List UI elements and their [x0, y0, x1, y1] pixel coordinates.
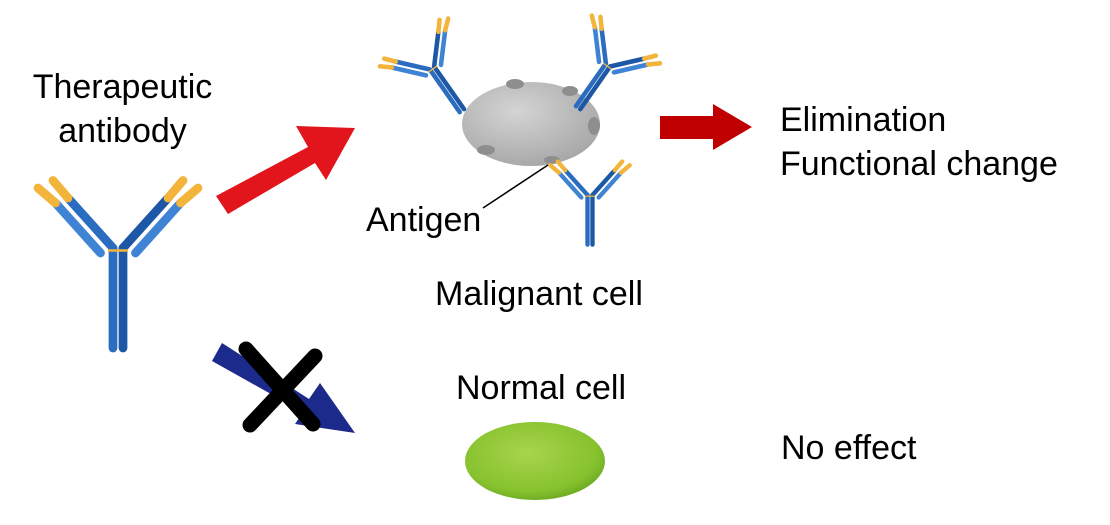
outcome-label-line2: Functional change	[780, 145, 1058, 183]
red-arrow-to-malignant-icon	[216, 126, 355, 214]
bound-antibody-icon	[550, 162, 629, 245]
therapeutic-antibody-label-line2: antibody	[58, 112, 187, 150]
antigen-leader-line	[482, 164, 549, 209]
malignant-cell-icon	[462, 79, 600, 166]
no-effect-label: No effect	[781, 429, 917, 467]
normal-cell-icon	[465, 422, 605, 500]
normal-cell-label: Normal cell	[456, 369, 627, 407]
outcome-label: Elimination Functional change	[780, 98, 1058, 186]
antigen-label: Antigen	[366, 201, 482, 239]
cross-mark-icon	[238, 341, 323, 433]
therapeutic-antibody-label-line1: Therapeutic	[32, 68, 213, 106]
therapeutic-antibody-icon	[38, 181, 198, 349]
dark-red-outcome-arrow-icon	[660, 104, 752, 150]
outcome-label-line1: Elimination	[780, 101, 947, 139]
therapeutic-antibody-label: Therapeutic antibody	[0, 65, 245, 153]
malignant-cell-label: Malignant cell	[435, 275, 643, 313]
